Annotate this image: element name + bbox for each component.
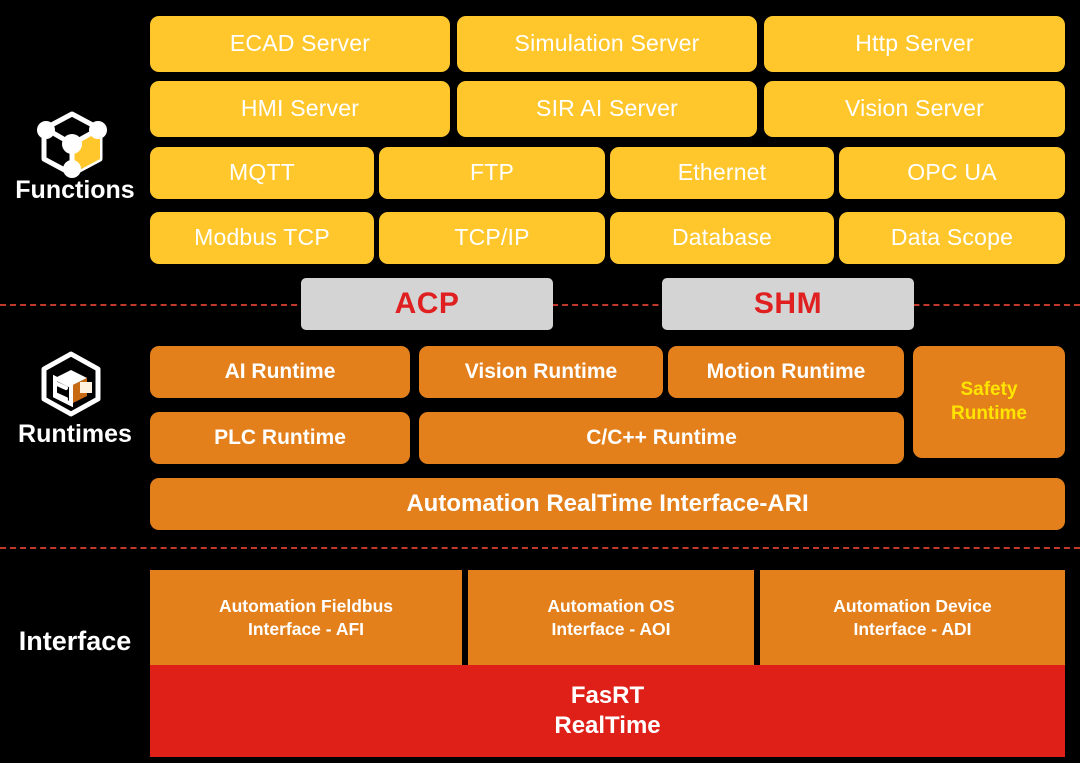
runtime-box-ai-runtime[interactable]: AI Runtime (150, 346, 410, 398)
runtime-box-plc-runtime[interactable]: PLC Runtime (150, 412, 410, 464)
section-label-functions: Functions (15, 176, 135, 204)
interface-adi-line1: Automation Device (833, 595, 992, 616)
function-box-opc-ua[interactable]: OPC UA (839, 147, 1065, 199)
runtime-box-automation-realtime-interface-ari[interactable]: Automation RealTime Interface-ARI (150, 478, 1065, 530)
function-box-hmi-server[interactable]: HMI Server (150, 81, 450, 137)
function-box-http-server[interactable]: Http Server (764, 16, 1065, 72)
function-box-mqtt[interactable]: MQTT (150, 147, 374, 199)
function-box-modbus-tcp[interactable]: Modbus TCP (150, 212, 374, 264)
cube-box-icon (36, 350, 106, 420)
interface-afi-line1: Automation Fieldbus (218, 595, 394, 616)
fasrt-line2: RealTime (554, 712, 661, 739)
safety-runtime-line1: Safety (960, 379, 1018, 401)
function-box-simulation-server[interactable]: Simulation Server (457, 16, 757, 72)
function-box-ecad-server[interactable]: ECAD Server (150, 16, 450, 72)
divider-runtimes-interface (0, 547, 1080, 549)
runtime-box-vision-runtime[interactable]: Vision Runtime (419, 346, 663, 398)
interface-box-adi[interactable]: Automation Device Interface - ADI (760, 570, 1065, 665)
interface-aoi-line2: Interface - AOI (551, 618, 671, 639)
middleware-box-acp[interactable]: ACP (301, 278, 553, 330)
function-box-data-scope[interactable]: Data Scope (839, 212, 1065, 264)
runtime-box-c-cpp-runtime[interactable]: C/C++ Runtime (419, 412, 904, 464)
interface-adi-line2: Interface - ADI (853, 618, 972, 639)
function-box-sir-ai-server[interactable]: SIR AI Server (457, 81, 757, 137)
function-box-tcp-ip[interactable]: TCP/IP (379, 212, 605, 264)
runtime-box-safety-runtime[interactable]: Safety Runtime (913, 346, 1065, 458)
realtime-box-fasrt[interactable]: FasRT RealTime (150, 665, 1065, 757)
interface-box-aoi[interactable]: Automation OS Interface - AOI (468, 570, 754, 665)
function-box-ftp[interactable]: FTP (379, 147, 605, 199)
runtime-box-motion-runtime[interactable]: Motion Runtime (668, 346, 904, 398)
safety-runtime-line2: Runtime (951, 403, 1027, 424)
function-box-vision-server[interactable]: Vision Server (764, 81, 1065, 137)
fasrt-line1: FasRT (570, 682, 645, 709)
function-box-ethernet[interactable]: Ethernet (610, 147, 834, 199)
section-label-runtimes: Runtimes (18, 420, 132, 448)
molecule-network-icon (30, 108, 114, 180)
function-box-database[interactable]: Database (610, 212, 834, 264)
interface-box-afi[interactable]: Automation Fieldbus Interface - AFI (150, 570, 462, 665)
interface-afi-line2: Interface - AFI (247, 618, 365, 639)
middleware-box-shm[interactable]: SHM (662, 278, 914, 330)
section-label-interface: Interface (18, 626, 132, 656)
interface-aoi-line1: Automation OS (547, 595, 675, 616)
